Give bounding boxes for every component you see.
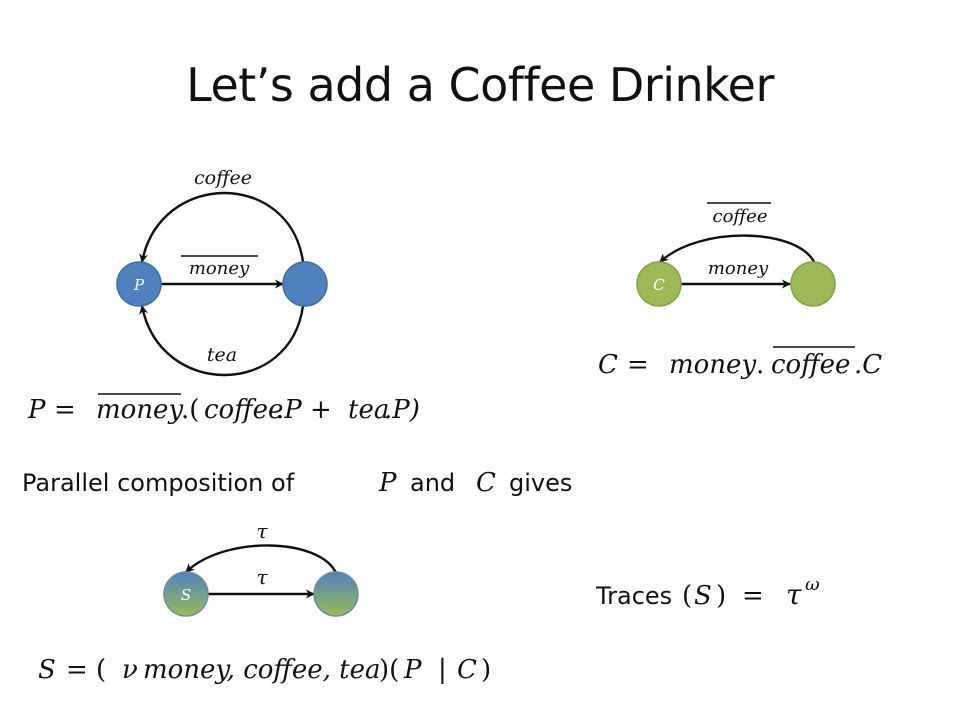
c-end-node (790, 261, 836, 307)
p-node-label: P (133, 276, 145, 294)
traces-s: S (694, 581, 712, 611)
s-start-node (163, 571, 209, 617)
c-eq-lhs: C (598, 350, 618, 380)
p-tea-arrow (139, 305, 305, 377)
c-eq-dot: . (756, 350, 764, 380)
c-money-label: money (708, 258, 769, 279)
c-equation: C = money . coffee .C (598, 346, 882, 380)
s-equation: S = ( ν money, coffee, tea )( P | C ) (38, 655, 491, 685)
traces-omega: ω (805, 574, 820, 595)
p-eq-coffee: coffee (204, 395, 283, 425)
p-end-node (282, 261, 328, 307)
p-eq-dotp2: .P) (384, 395, 420, 425)
c-eq-equals: = (627, 350, 649, 380)
c-eq-money: money (669, 350, 756, 380)
p-eq-open: .( (181, 395, 199, 425)
s-tau-middle-label: τ (256, 565, 268, 589)
p-eq-money: money (96, 395, 183, 425)
composition-c: C (476, 468, 496, 498)
s-eq-bar: | (438, 655, 447, 685)
composition-gives: gives (509, 469, 572, 497)
p-tea-label: tea (207, 344, 237, 366)
composition-sentence: Parallel composition of P and C gives (22, 468, 572, 498)
p-coffee-arrow (139, 191, 305, 263)
p-coffee-label: coffee (194, 167, 252, 189)
composition-text-1: Parallel composition of (22, 469, 295, 497)
s-eq-c: C (457, 655, 477, 685)
s-end-node (313, 571, 359, 617)
diagram-p: P coffee money tea (116, 167, 328, 377)
p-eq-tea: tea (348, 395, 389, 425)
composition-and: and (410, 469, 455, 497)
s-node-label: S (181, 586, 191, 604)
s-eq-p: P (403, 655, 422, 685)
c-coffee-label: coffee (713, 206, 768, 227)
s-eq-lhs: S (38, 655, 56, 685)
diagram-s: S τ τ (163, 519, 359, 617)
s-eq-end: ) (481, 655, 491, 685)
traces-label: Traces (595, 582, 672, 610)
p-equation: P = money .( coffee .P + tea .P) (27, 393, 420, 425)
p-money-label: money (189, 258, 250, 279)
c-eq-coffee: coffee (771, 350, 850, 380)
traces-equation: Traces ( S ) = τ ω (595, 574, 820, 611)
diagram-c: C coffee money (636, 202, 836, 307)
s-eq-args: money, coffee, tea (143, 655, 380, 685)
c-coffee-arrow (659, 234, 817, 265)
s-tau-top-label: τ (256, 519, 268, 543)
p-eq-dotp1: .P + (276, 395, 332, 425)
slide-title: Let’s add a Coffee Drinker (186, 58, 774, 112)
c-node-label: C (653, 276, 665, 294)
composition-p: P (378, 468, 397, 498)
s-tau-top-arrow (185, 544, 338, 574)
s-eq-equals: = ( (66, 655, 106, 685)
c-eq-dotc: .C (854, 350, 882, 380)
traces-close: ) (716, 581, 726, 611)
traces-open: ( (682, 581, 692, 611)
p-eq-equals: = (54, 395, 76, 425)
p-eq-lhs: P (27, 395, 46, 425)
traces-tau: τ (786, 578, 802, 611)
c-start-node (636, 261, 682, 307)
s-eq-nu: ν (122, 655, 138, 685)
traces-equals: = (742, 581, 764, 611)
s-eq-close: )( (379, 655, 399, 685)
p-start-node (116, 261, 162, 307)
